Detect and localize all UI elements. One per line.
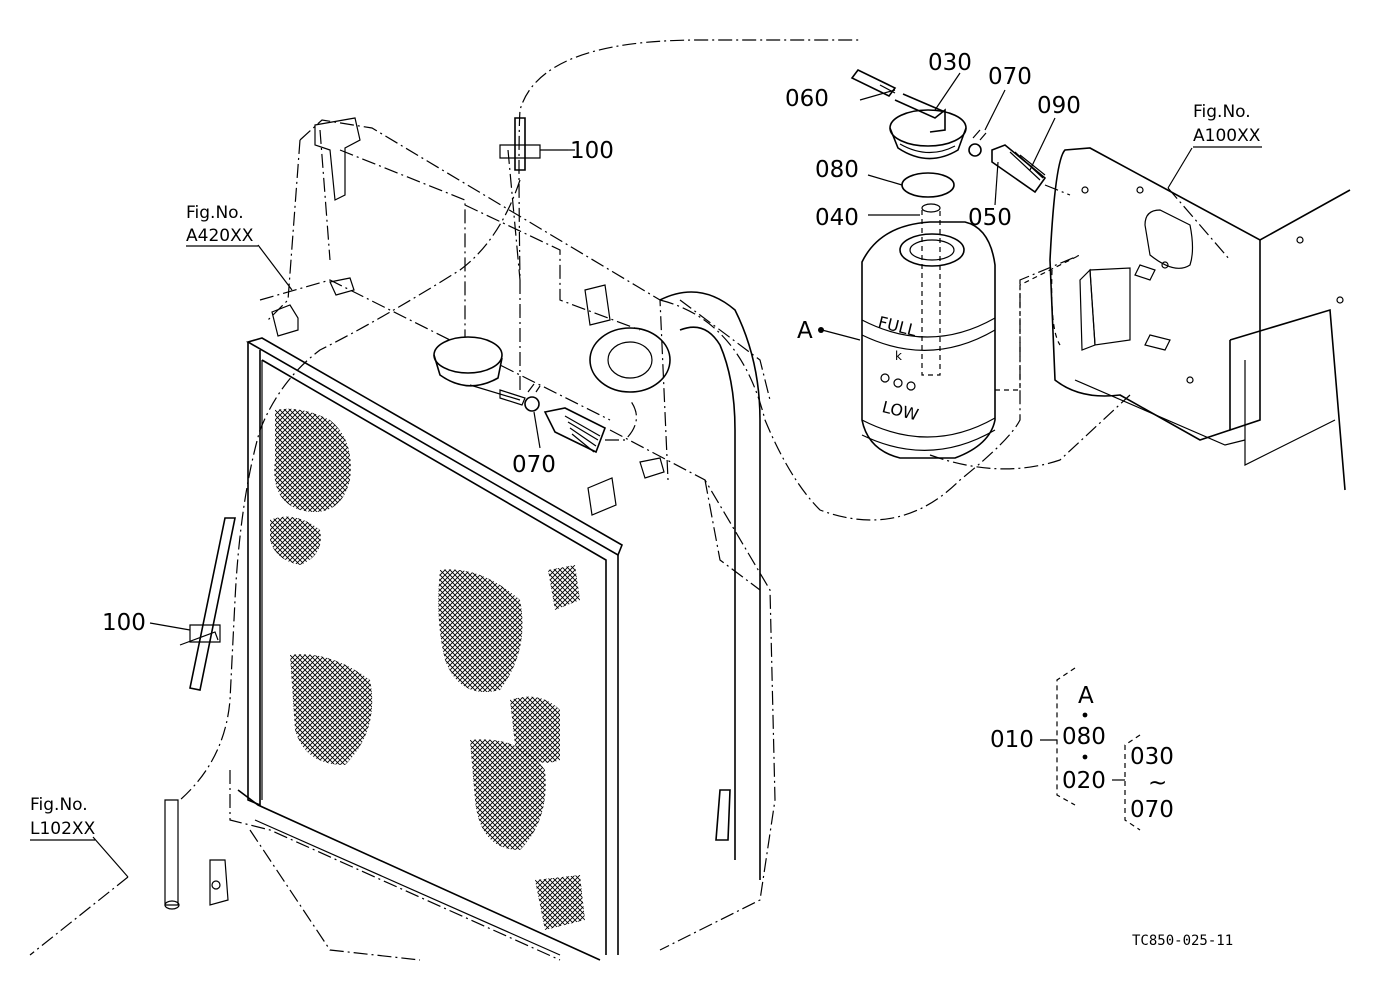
assembly-sub-tilde: ~ <box>1148 770 1167 796</box>
clip-100-top <box>499 117 568 171</box>
overflow-hose <box>179 39 1081 801</box>
assembly-legend: 010 A 080 020 030 ~ 070 <box>990 667 1174 831</box>
figref-a100: Fig.No. A100XX <box>1193 102 1262 148</box>
o-ring-080 <box>901 172 955 198</box>
figref-a420: Fig.No. A420XX <box>186 203 258 247</box>
clamp-070-mid <box>524 383 541 412</box>
label-090: 090 <box>1037 93 1081 119</box>
radiator-frame-outline <box>229 119 776 961</box>
spring-guard-mid <box>543 399 637 454</box>
label-050: 050 <box>968 205 1012 231</box>
leader-lines <box>29 72 1231 956</box>
label-030: 030 <box>928 50 972 76</box>
label-070-top: 070 <box>988 64 1032 90</box>
svg-text:A100XX: A100XX <box>1193 126 1261 146</box>
assembly-parent: 010 <box>990 727 1034 753</box>
label-100-top: 100 <box>570 138 614 164</box>
svg-text:Fig.No.: Fig.No. <box>1193 102 1251 122</box>
mounting-plate <box>929 147 1351 491</box>
assembly-item-020: 020 <box>1062 768 1106 794</box>
label-040: 040 <box>815 205 859 231</box>
label-a: A <box>797 318 813 344</box>
assembly-item-080: 080 <box>1062 724 1106 750</box>
label-060: 060 <box>785 86 829 112</box>
clamp-070-top <box>968 129 987 157</box>
svg-text:L102XX: L102XX <box>30 819 96 839</box>
tank-k-mark: k <box>895 349 902 363</box>
assembly-sub-030: 030 <box>1130 744 1174 770</box>
radiator-fins <box>270 408 585 930</box>
label-070-mid: 070 <box>512 452 556 478</box>
tube-060 <box>850 68 897 98</box>
tank-cap-030 <box>889 93 967 160</box>
label-100-left: 100 <box>102 610 146 636</box>
svg-text:A420XX: A420XX <box>186 226 254 246</box>
upper-hose <box>589 291 761 880</box>
label-a-dot <box>818 327 824 333</box>
reserve-tank: FULL k LOW <box>861 203 996 459</box>
figref-l102: Fig.No. L102XX <box>30 795 96 841</box>
radiator-core <box>237 337 624 961</box>
radiator-cap <box>433 336 526 406</box>
svg-text:Fig.No.: Fig.No. <box>30 795 88 815</box>
drain-tube <box>149 517 236 910</box>
assembly-item-a: A <box>1078 683 1094 709</box>
drawing-code: TC850-025-11 <box>1132 933 1233 949</box>
assembly-sub-070: 070 <box>1130 797 1174 823</box>
svg-text:Fig.No.: Fig.No. <box>186 203 244 223</box>
label-080: 080 <box>815 157 859 183</box>
radiator-brackets <box>209 117 665 906</box>
